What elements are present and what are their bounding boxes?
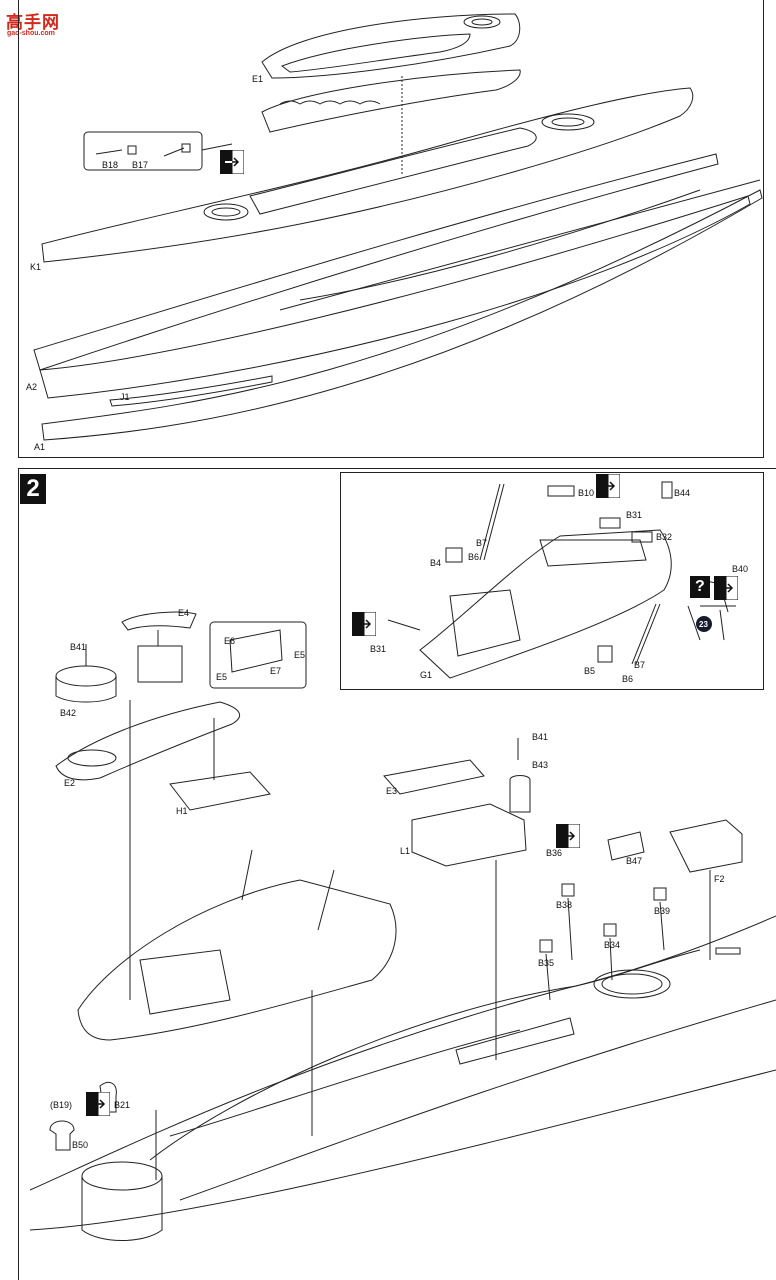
label-b41-left: B41 [70,642,87,652]
label-e6: E6 [224,636,236,646]
label-b38: B38 [556,900,573,910]
step2-panel [18,468,776,1280]
label-a1: A1 [34,442,46,452]
label-b18: B18 [102,160,119,170]
label-b7-bottom: B7 [634,660,646,670]
label-b17: B17 [132,160,149,170]
site-logo-url: gao-shou.com [7,30,55,37]
label-b31-left: B31 [370,644,387,654]
label-b5: B5 [584,666,596,676]
label-b4: B4 [430,558,442,568]
label-b32: B32 [656,532,673,542]
label-b34: B34 [604,940,621,950]
deck-part-k1 [41,87,694,263]
label-b41-right: B41 [532,732,549,742]
direction-arrow-icon [352,612,376,636]
label-g1: G1 [420,670,433,680]
inset-panel [340,472,764,690]
label-l1: L1 [400,846,411,856]
label-b47: B47 [626,856,643,866]
callout-circle [696,616,712,632]
label-b43: B43 [532,760,549,770]
label-e2: E2 [64,778,76,788]
step1-panel [18,0,764,458]
hull-part-a1 [41,189,763,441]
label-e3: E3 [386,786,398,796]
label-e4: E4 [178,608,190,618]
label-f2: F2 [714,874,725,884]
superstructure-part-g1 [387,481,736,679]
label-b39: B39 [654,906,671,916]
direction-arrow-icon [86,1092,110,1116]
label-e7: E7 [270,666,282,676]
label-a2: A2 [26,382,38,392]
label-b7-top: B7 [476,538,488,548]
label-b44: B44 [674,488,691,498]
deck-part-e1 [261,13,521,79]
label-k1: K1 [30,262,42,272]
label-b6-top: B6 [468,552,480,562]
label-b6-bottom: B6 [622,674,634,684]
direction-arrow-icon [714,576,738,600]
label-e1: E1 [252,74,264,84]
label-b10: B10 [578,488,595,498]
label-b19: (B19) [50,1100,73,1110]
label-b42: B42 [60,708,77,718]
label-b21: B21 [114,1100,131,1110]
direction-arrow-icon [556,824,580,848]
label-e5-left: E5 [216,672,228,682]
site-logo-text: 高手网 [6,13,60,33]
site-logo: 高手网 gao-shou.com [6,8,70,38]
direction-arrow-icon [220,150,244,174]
label-b31-inset: B31 [626,510,643,520]
label-b36: B36 [546,848,563,858]
label-j1: J1 [120,392,130,402]
label-b40: B40 [732,564,749,574]
parts-callout-b17-b18 [83,131,233,171]
label-e5-right: E5 [294,650,306,660]
hull-part-a2 [33,153,761,399]
label-b35: B35 [538,958,555,968]
callout-number: 23 [699,620,708,629]
question-box [690,576,710,598]
label-b50: B50 [72,1140,89,1150]
step-number-badge: 2 [20,474,46,504]
question-mark: ? [695,578,705,595]
label-h1: H1 [176,806,188,816]
direction-arrow-icon [596,474,620,498]
